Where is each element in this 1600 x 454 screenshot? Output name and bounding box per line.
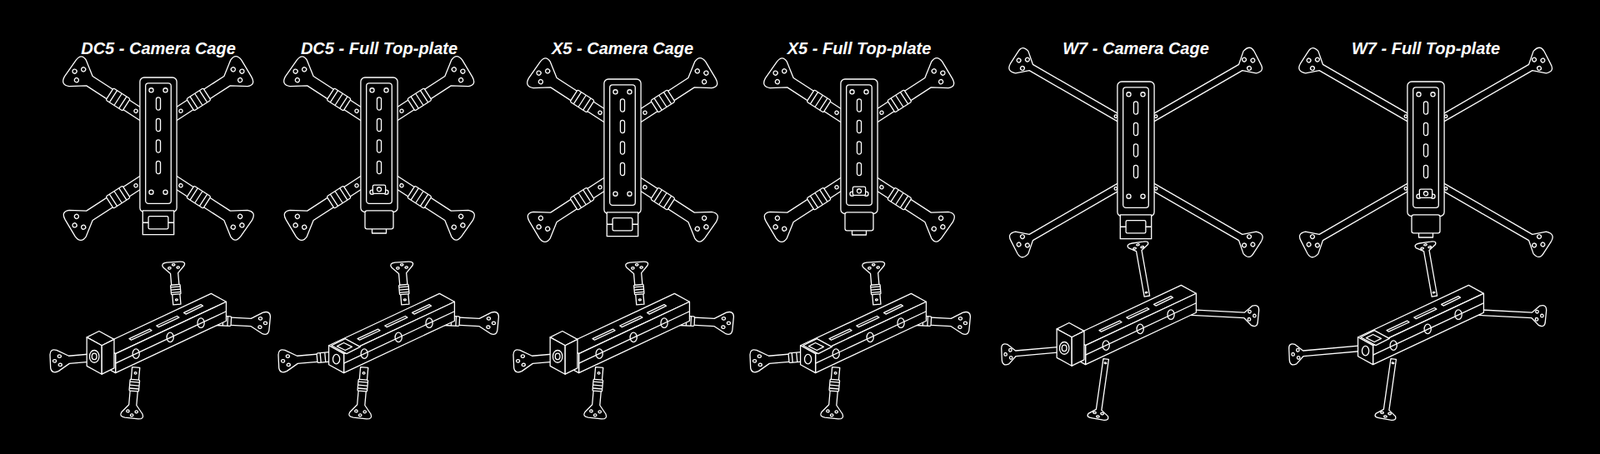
frame-iso-view xyxy=(1000,240,1260,421)
frame-title: X5 - Full Top-plate xyxy=(787,38,932,59)
frame-title: X5 - Camera Cage xyxy=(551,38,694,59)
frame-top-view xyxy=(281,54,477,243)
frame-iso-view xyxy=(49,260,271,420)
frame-top-view xyxy=(1297,45,1555,260)
frame-title: DC5 - Full Top-plate xyxy=(300,38,458,59)
frame-title: W7 - Camera Cage xyxy=(1062,38,1210,59)
frame-title: DC5 - Camera Cage xyxy=(80,38,236,59)
frame-iso-view xyxy=(277,260,500,420)
frame-iso-view xyxy=(749,260,971,420)
frame-top-view xyxy=(60,54,256,243)
frame-top-view xyxy=(761,55,957,245)
frame-iso-view xyxy=(512,260,735,420)
frame-top-view xyxy=(525,55,720,245)
frame-top-view xyxy=(1007,45,1265,260)
frame-iso-view xyxy=(1288,240,1547,421)
frame-title: W7 - Full Top-plate xyxy=(1351,38,1500,59)
